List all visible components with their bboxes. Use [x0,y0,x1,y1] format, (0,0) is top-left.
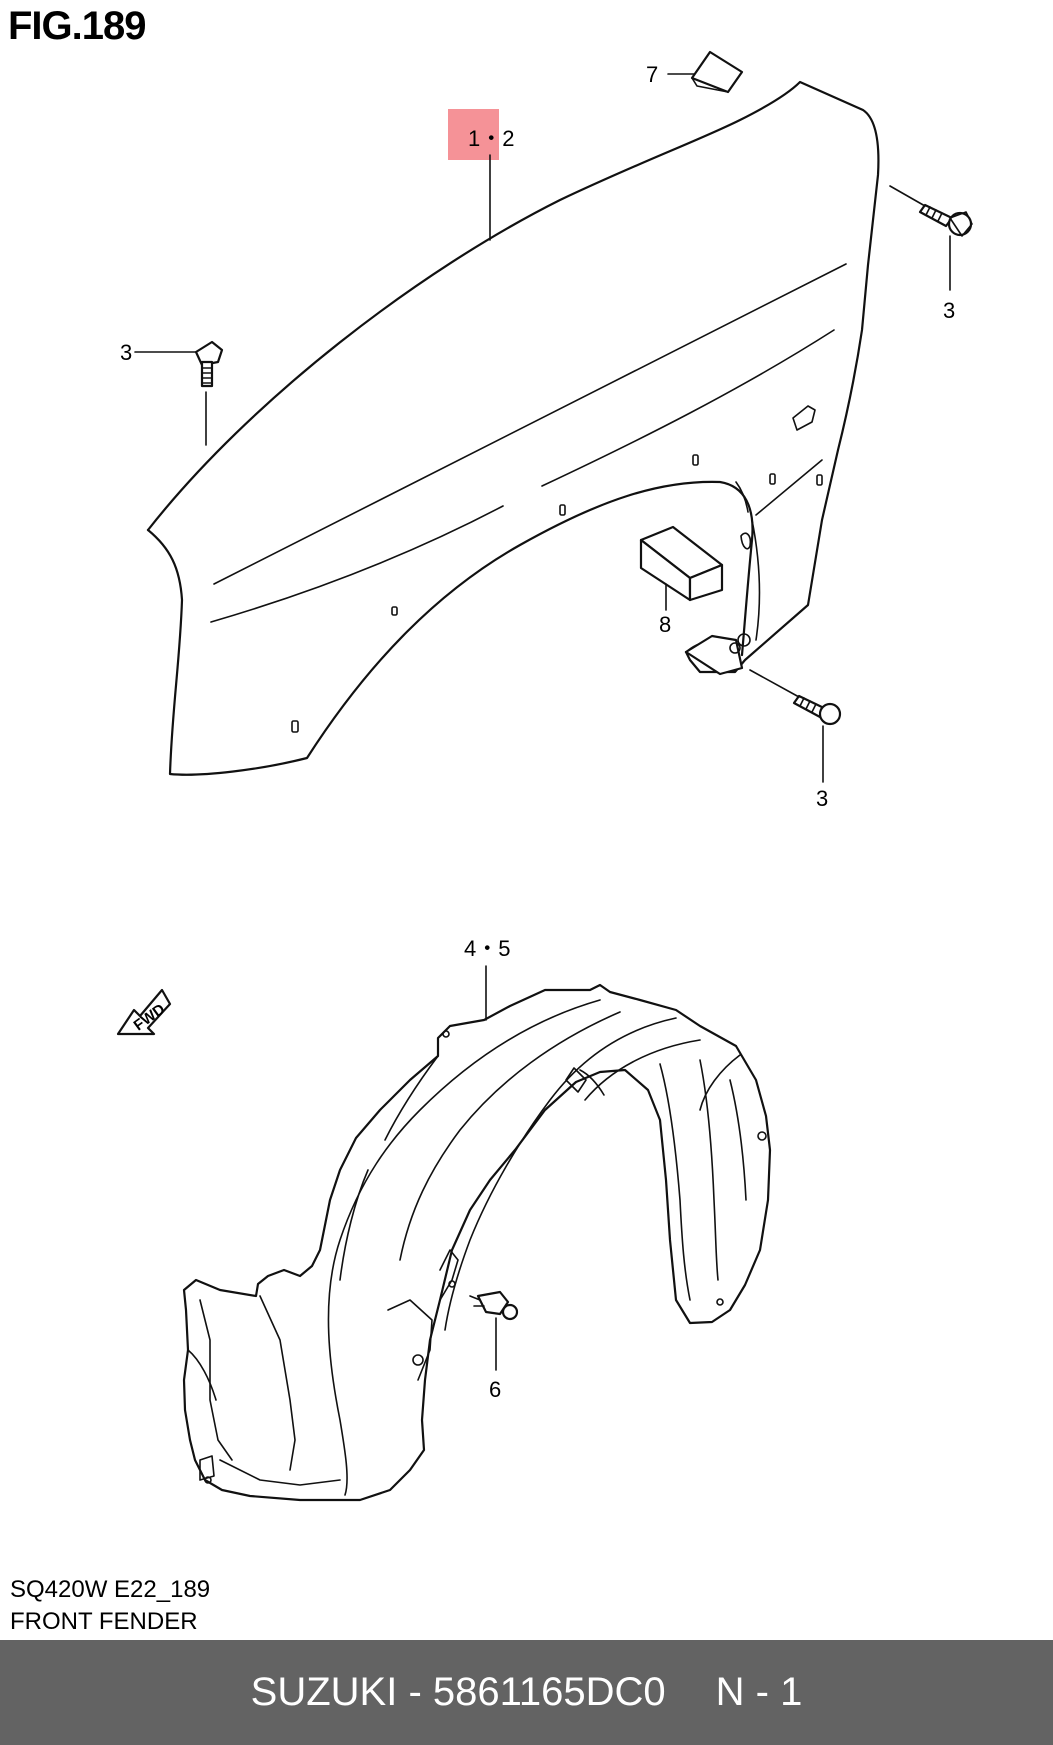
callout-bolt-right: 3 [943,298,955,323]
front-fender-part[interactable] [146,80,880,776]
bolt-part[interactable] [792,694,842,726]
bracket-part[interactable] [684,634,744,676]
figure-code: SQ420W E22_189 [10,1576,211,1603]
callout-bolt-left: 3 [120,340,132,365]
part-number-text[interactable]: SUZUKI - 5861165DC0 [250,1670,666,1714]
cap-part[interactable] [690,50,744,94]
inner-fender-liner-part[interactable] [182,983,772,1502]
slot-hole [792,405,816,431]
figure-caption: FRONT FENDER [10,1608,198,1635]
clip-part[interactable] [469,1290,519,1321]
bolt-part[interactable] [194,340,224,388]
figure-info: SQ420W E22_189 FRONT FENDER [10,1574,210,1638]
figure-title: FIG.189 [8,4,147,48]
selected-part-highlight[interactable] [448,109,499,160]
fwd-arrow-icon: FWD [116,988,172,1036]
slot-hole [816,474,823,486]
callout-cap: 7 [646,62,658,87]
quantity-text: N - 1 [715,1670,803,1714]
bolt-part[interactable] [918,203,973,237]
callout-fender: 1・2 [468,126,514,151]
parts-diagram: 1・2 7 3 3 8 3 [116,50,973,1502]
callout-liner: 4・5 [464,936,510,961]
callout-bolt-bottom: 3 [816,786,828,811]
slot-hole [692,454,699,466]
pad-part[interactable] [639,525,724,602]
callout-clip: 6 [489,1377,501,1402]
slot-hole [769,473,776,485]
slot-hole [391,606,398,616]
slot-hole [291,720,299,733]
callout-pad: 8 [659,612,671,637]
part-footer-bar: SUZUKI - 5861165DC0 N - 1 [0,1640,1053,1745]
slot-hole [559,504,566,516]
